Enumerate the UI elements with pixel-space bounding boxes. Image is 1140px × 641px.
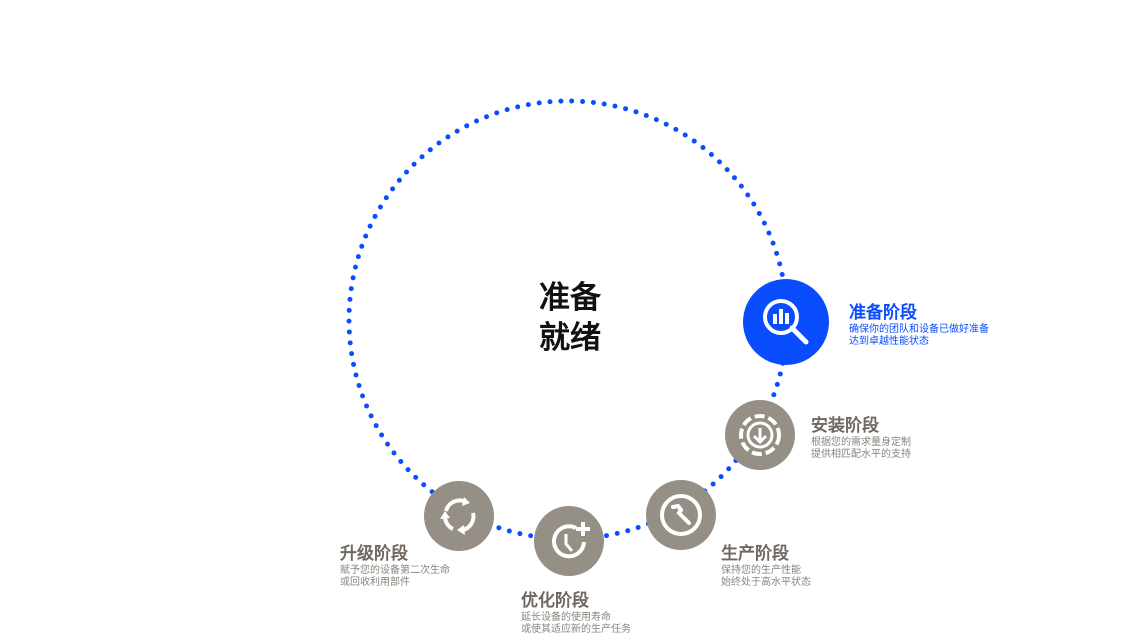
clock-plus-icon (552, 522, 590, 559)
stage-desc: 或使其适应新的生产任务 (521, 624, 631, 635)
stage-node-production[interactable] (646, 480, 716, 550)
center-title-line: 准备 (539, 280, 601, 316)
center-title-line: 就绪 (539, 320, 601, 356)
stage-label-optimize: 优化阶段 延长设备的使用寿命 或使其适应新的生产任务 (521, 590, 631, 636)
stage-node-prepare[interactable] (743, 279, 829, 365)
stage-desc: 始终处于高水平状态 (721, 577, 811, 588)
stage-node-install[interactable] (725, 400, 795, 470)
stage-desc: 赋予您的设备第二次生命 (340, 565, 450, 576)
stage-desc: 达到卓越性能状态 (849, 336, 929, 347)
stage-title: 安装阶段 (811, 416, 879, 436)
recycle-icon (440, 497, 476, 535)
stage-title: 优化阶段 (521, 591, 589, 611)
stage-node-optimize[interactable] (534, 506, 604, 576)
stage-label-prepare: 准备阶段 确保你的团队和设备已做好准备 达到卓越性能状态 (849, 302, 989, 348)
stage-title: 准备阶段 (849, 303, 917, 323)
stage-desc: 确保你的团队和设备已做好准备 (849, 324, 989, 335)
stage-desc: 保持您的生产性能 (721, 565, 801, 576)
stage-desc: 延长设备的使用寿命 (521, 612, 611, 623)
wrench-icon (660, 494, 702, 536)
stage-label-upgrade: 升级阶段 赋予您的设备第二次生命 或回收利用部件 (340, 543, 450, 589)
stage-title: 生产阶段 (721, 544, 789, 564)
center-title: 准备 就绪 (520, 278, 620, 358)
stage-desc: 根据您的需求量身定制 (811, 437, 911, 448)
stage-desc: 或回收利用部件 (340, 577, 410, 588)
search-chart-icon (763, 299, 809, 345)
stage-label-install: 安装阶段 根据您的需求量身定制 提供相匹配水平的支持 (811, 415, 911, 461)
stage-title: 升级阶段 (340, 544, 408, 564)
stage-label-production: 生产阶段 保持您的生产性能 始终处于高水平状态 (721, 543, 811, 589)
download-icon (739, 414, 781, 456)
stage-desc: 提供相匹配水平的支持 (811, 449, 911, 460)
stage-node-upgrade[interactable] (424, 481, 494, 551)
